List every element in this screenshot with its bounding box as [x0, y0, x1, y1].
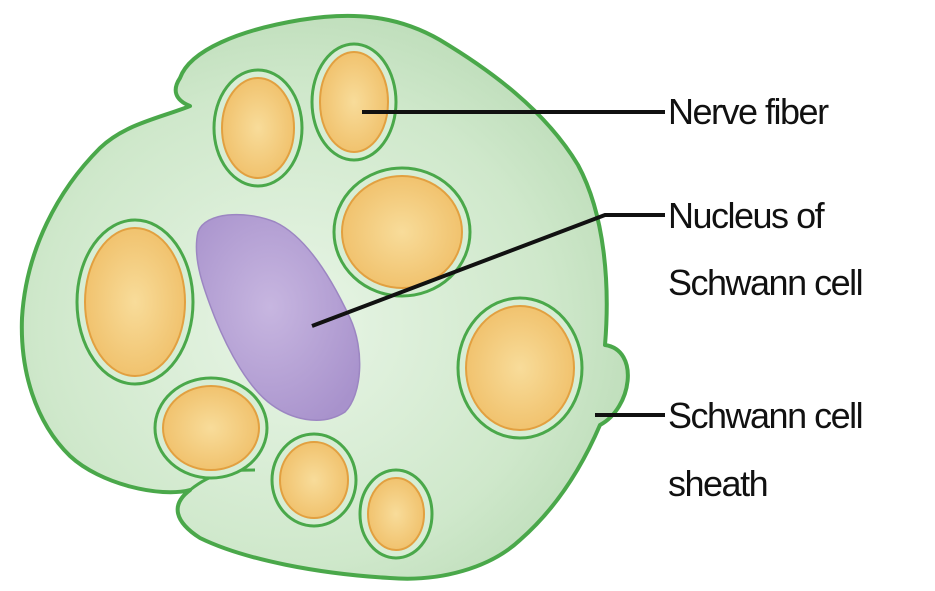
nerve-fiber-icon	[360, 470, 432, 558]
sheath-label-line2: sheath	[668, 464, 767, 504]
nucleus-label-line2: Schwann cell	[668, 263, 862, 303]
nerve-fiber-icon	[312, 44, 396, 160]
nerve-fiber-icon	[334, 168, 470, 296]
nucleus-label-line1: Nucleus of	[668, 196, 823, 236]
nerve-fiber-label: Nerve fiber	[668, 92, 828, 132]
sheath-label-line1: Schwann cell	[668, 396, 862, 436]
nerve-fiber-icon	[272, 434, 356, 526]
nerve-fiber-icon	[155, 378, 267, 478]
nerve-fiber-icon	[214, 70, 302, 186]
nerve-fiber-icon	[458, 298, 582, 438]
nerve-fiber-icon	[77, 220, 193, 384]
